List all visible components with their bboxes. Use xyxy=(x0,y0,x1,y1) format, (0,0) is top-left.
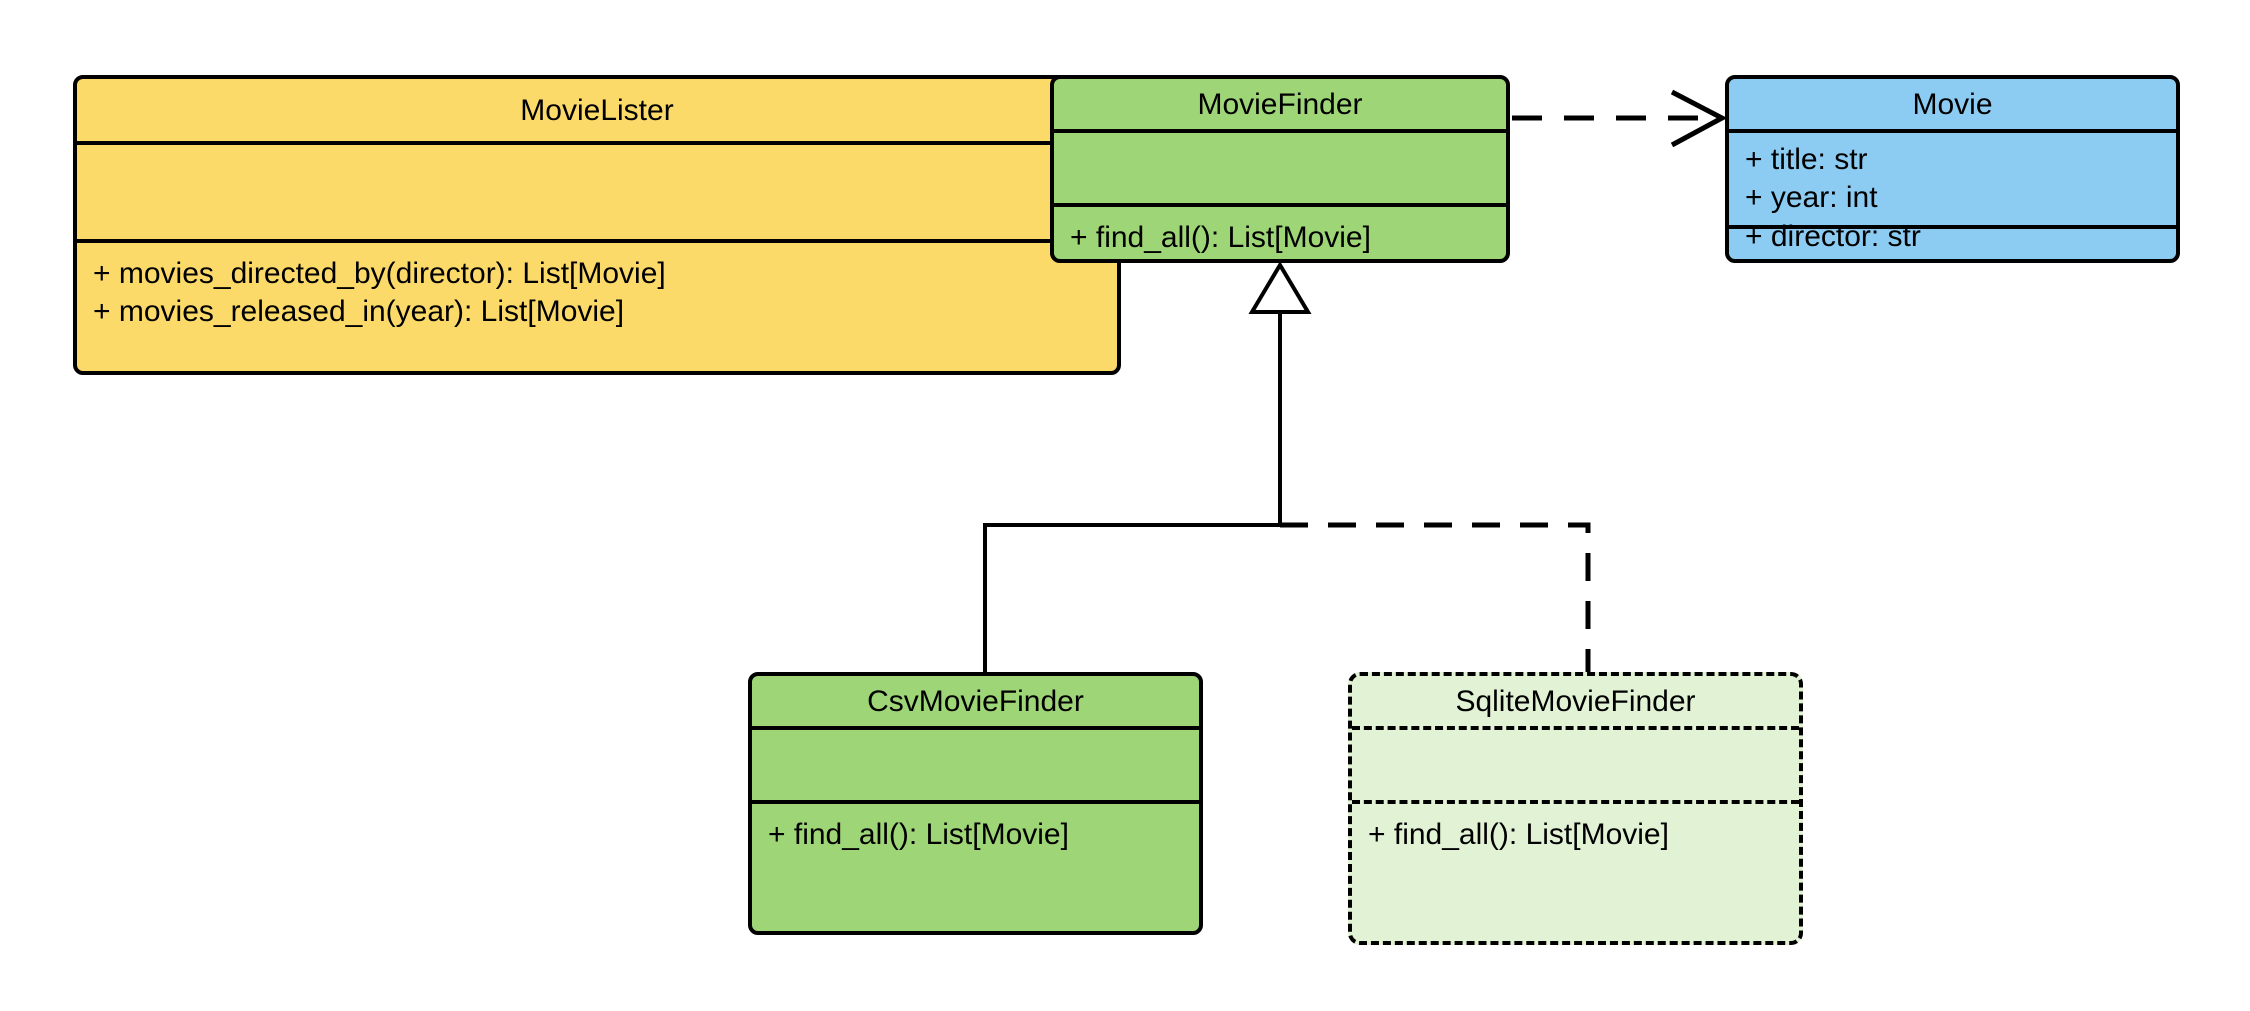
class-methods-csvmoviefinder: + find_all(): List[Movie] xyxy=(752,804,1199,931)
class-name-csvmoviefinder: CsvMovieFinder xyxy=(752,676,1199,730)
class-name-movielister: MovieLister xyxy=(77,79,1117,145)
uml-class-movie[interactable]: Movie + title: str + year: int + directo… xyxy=(1725,75,2180,263)
hollow-triangle-icon xyxy=(1248,261,1312,314)
method-line: + movies_directed_by(director): List[Mov… xyxy=(93,257,666,290)
edge-dependency-moviefinder-movie[interactable] xyxy=(1512,89,1728,148)
class-attributes-moviefinder xyxy=(1054,133,1506,207)
class-methods-moviefinder: + find_all(): List[Movie] xyxy=(1054,207,1506,259)
uml-class-moviefinder[interactable]: MovieFinder + find_all(): List[Movie] xyxy=(1050,75,1510,263)
generalization-line-sqlite xyxy=(1280,522,1591,672)
attribute-line: + year: int xyxy=(1745,181,1878,215)
class-name-moviefinder: MovieFinder xyxy=(1054,79,1506,133)
class-attributes-movie: + title: str + year: int + director: str xyxy=(1729,133,2176,253)
class-name-movie: Movie xyxy=(1729,79,2176,133)
open-arrow-icon xyxy=(1670,89,1728,148)
class-attributes-csvmoviefinder xyxy=(752,730,1199,804)
uml-class-movielister[interactable]: MovieLister + movies_directed_by(directo… xyxy=(73,75,1121,375)
method-line: + find_all(): List[Movie] xyxy=(768,818,1069,851)
class-attributes-sqlitemoviefinder xyxy=(1352,730,1799,804)
attribute-line: + title: str xyxy=(1745,143,1868,176)
method-line: + find_all(): List[Movie] xyxy=(1368,818,1669,851)
attribute-line: + director: str xyxy=(1745,219,1921,253)
method-line: + find_all(): List[Movie] xyxy=(1070,221,1371,254)
uml-class-csvmoviefinder[interactable]: CsvMovieFinder + find_all(): List[Movie] xyxy=(748,672,1203,935)
method-line: + movies_released_in(year): List[Movie] xyxy=(93,295,625,329)
edge-generalization-sqlitemoviefinder-moviefinder[interactable] xyxy=(1280,522,1591,672)
class-name-sqlitemoviefinder: SqliteMovieFinder xyxy=(1352,676,1799,730)
class-methods-sqlitemoviefinder: + find_all(): List[Movie] xyxy=(1352,804,1799,941)
uml-class-sqlitemoviefinder[interactable]: SqliteMovieFinder + find_all(): List[Mov… xyxy=(1348,672,1803,945)
class-attributes-movielister xyxy=(77,145,1117,243)
class-methods-movielister: + movies_directed_by(director): List[Mov… xyxy=(77,243,1117,371)
class-methods-movie xyxy=(1729,229,2176,259)
